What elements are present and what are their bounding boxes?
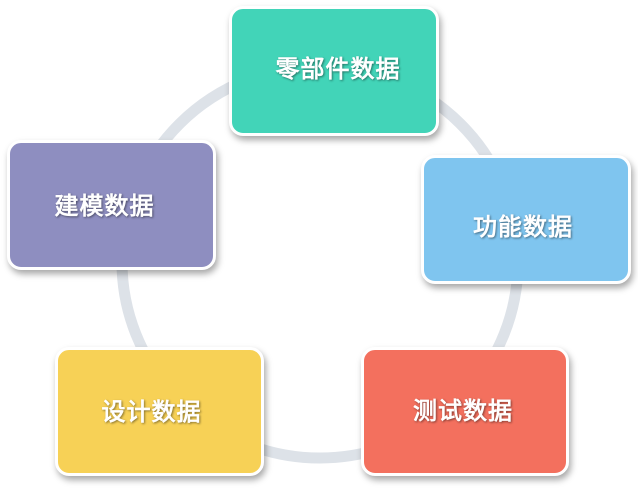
node-function-data-label: 功能数据 xyxy=(473,212,573,241)
node-function-data: 功能数据 xyxy=(421,155,631,284)
node-design-data-label: 设计数据 xyxy=(101,397,202,426)
node-test-data: 测试数据 xyxy=(361,347,569,476)
node-test-data-label: 测试数据 xyxy=(413,396,513,425)
node-modeling-data: 建模数据 xyxy=(7,140,216,270)
node-parts-data-label: 零部件数据 xyxy=(275,53,401,83)
node-design-data: 设计数据 xyxy=(55,347,264,476)
node-modeling-data-label: 建模数据 xyxy=(54,190,155,220)
node-parts-data: 零部件数据 xyxy=(229,6,439,136)
